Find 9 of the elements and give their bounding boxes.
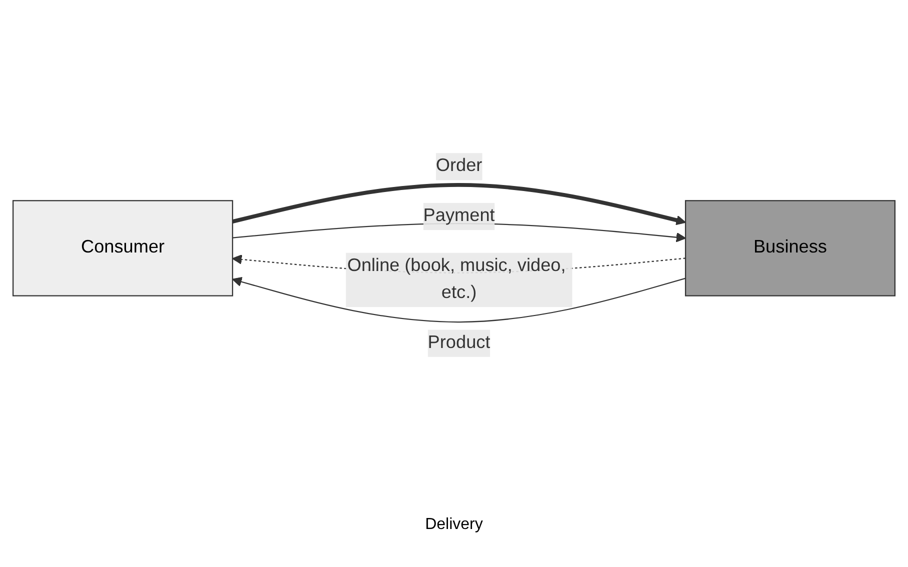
node-box: Business <box>684 200 896 296</box>
arrow <box>232 276 686 323</box>
edge-label: Product <box>428 333 490 352</box>
edge-label: Payment <box>423 206 495 226</box>
edge-label: Order <box>436 156 482 176</box>
edge-label: Online (book, music, video, etc.) <box>347 256 566 303</box>
node-box: Consumer <box>12 200 234 296</box>
note-text: Delivery <box>425 516 483 534</box>
arrow <box>232 182 686 226</box>
